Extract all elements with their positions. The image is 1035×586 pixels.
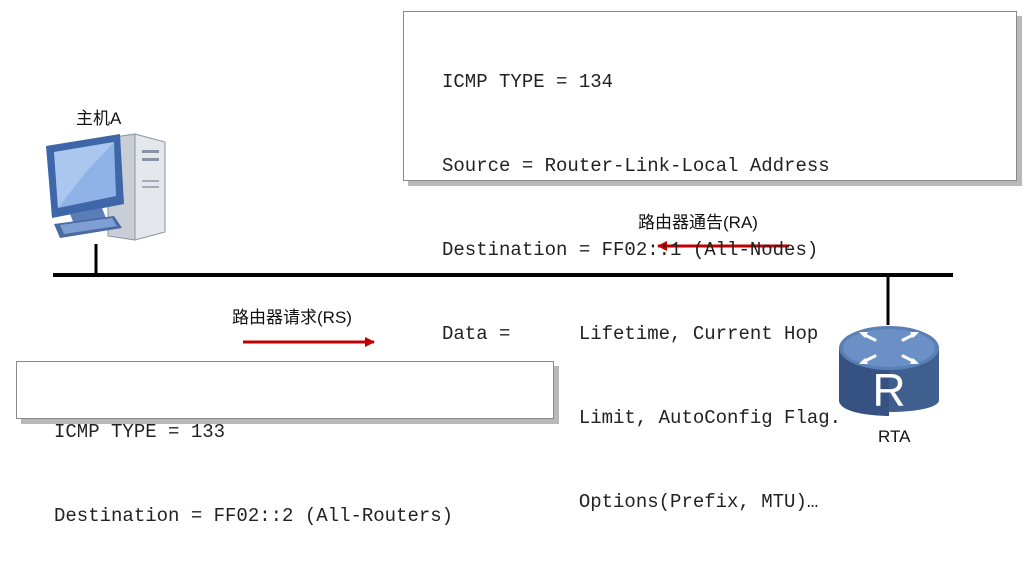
rs-message-label: 路由器请求(RS): [232, 308, 352, 327]
host-label: 主机A: [76, 109, 122, 128]
ra-line-6: Options(Prefix, MTU)…: [442, 491, 819, 513]
ra-line-1: ICMP TYPE = 134: [442, 71, 614, 93]
ra-line-5: Limit, AutoConfig Flag.: [442, 407, 842, 429]
computer-icon: [46, 133, 166, 241]
ra-message-box: ICMP TYPE = 134 Source = Router-Link-Loc…: [403, 11, 1017, 513]
ra-line-3: Destination = FF02::1 (All-Nodes): [442, 239, 819, 261]
network-diagram-canvas: [53, 241, 953, 347]
ra-message-label: 路由器通告(RA): [638, 213, 758, 232]
router-icon: R: [839, 326, 939, 416]
svg-text:R: R: [872, 364, 905, 416]
router-label: RTA: [878, 427, 911, 446]
ra-line-4: Data = Lifetime, Current Hop: [442, 323, 819, 345]
rs-message-box: ICMP TYPE = 133 Destination = FF02::2 (A…: [16, 361, 554, 527]
rs-line-1: ICMP TYPE = 133: [54, 421, 226, 443]
ra-line-2: Source = Router-Link-Local Address: [442, 155, 830, 177]
rs-line-2: Destination = FF02::2 (All-Routers): [54, 505, 454, 527]
